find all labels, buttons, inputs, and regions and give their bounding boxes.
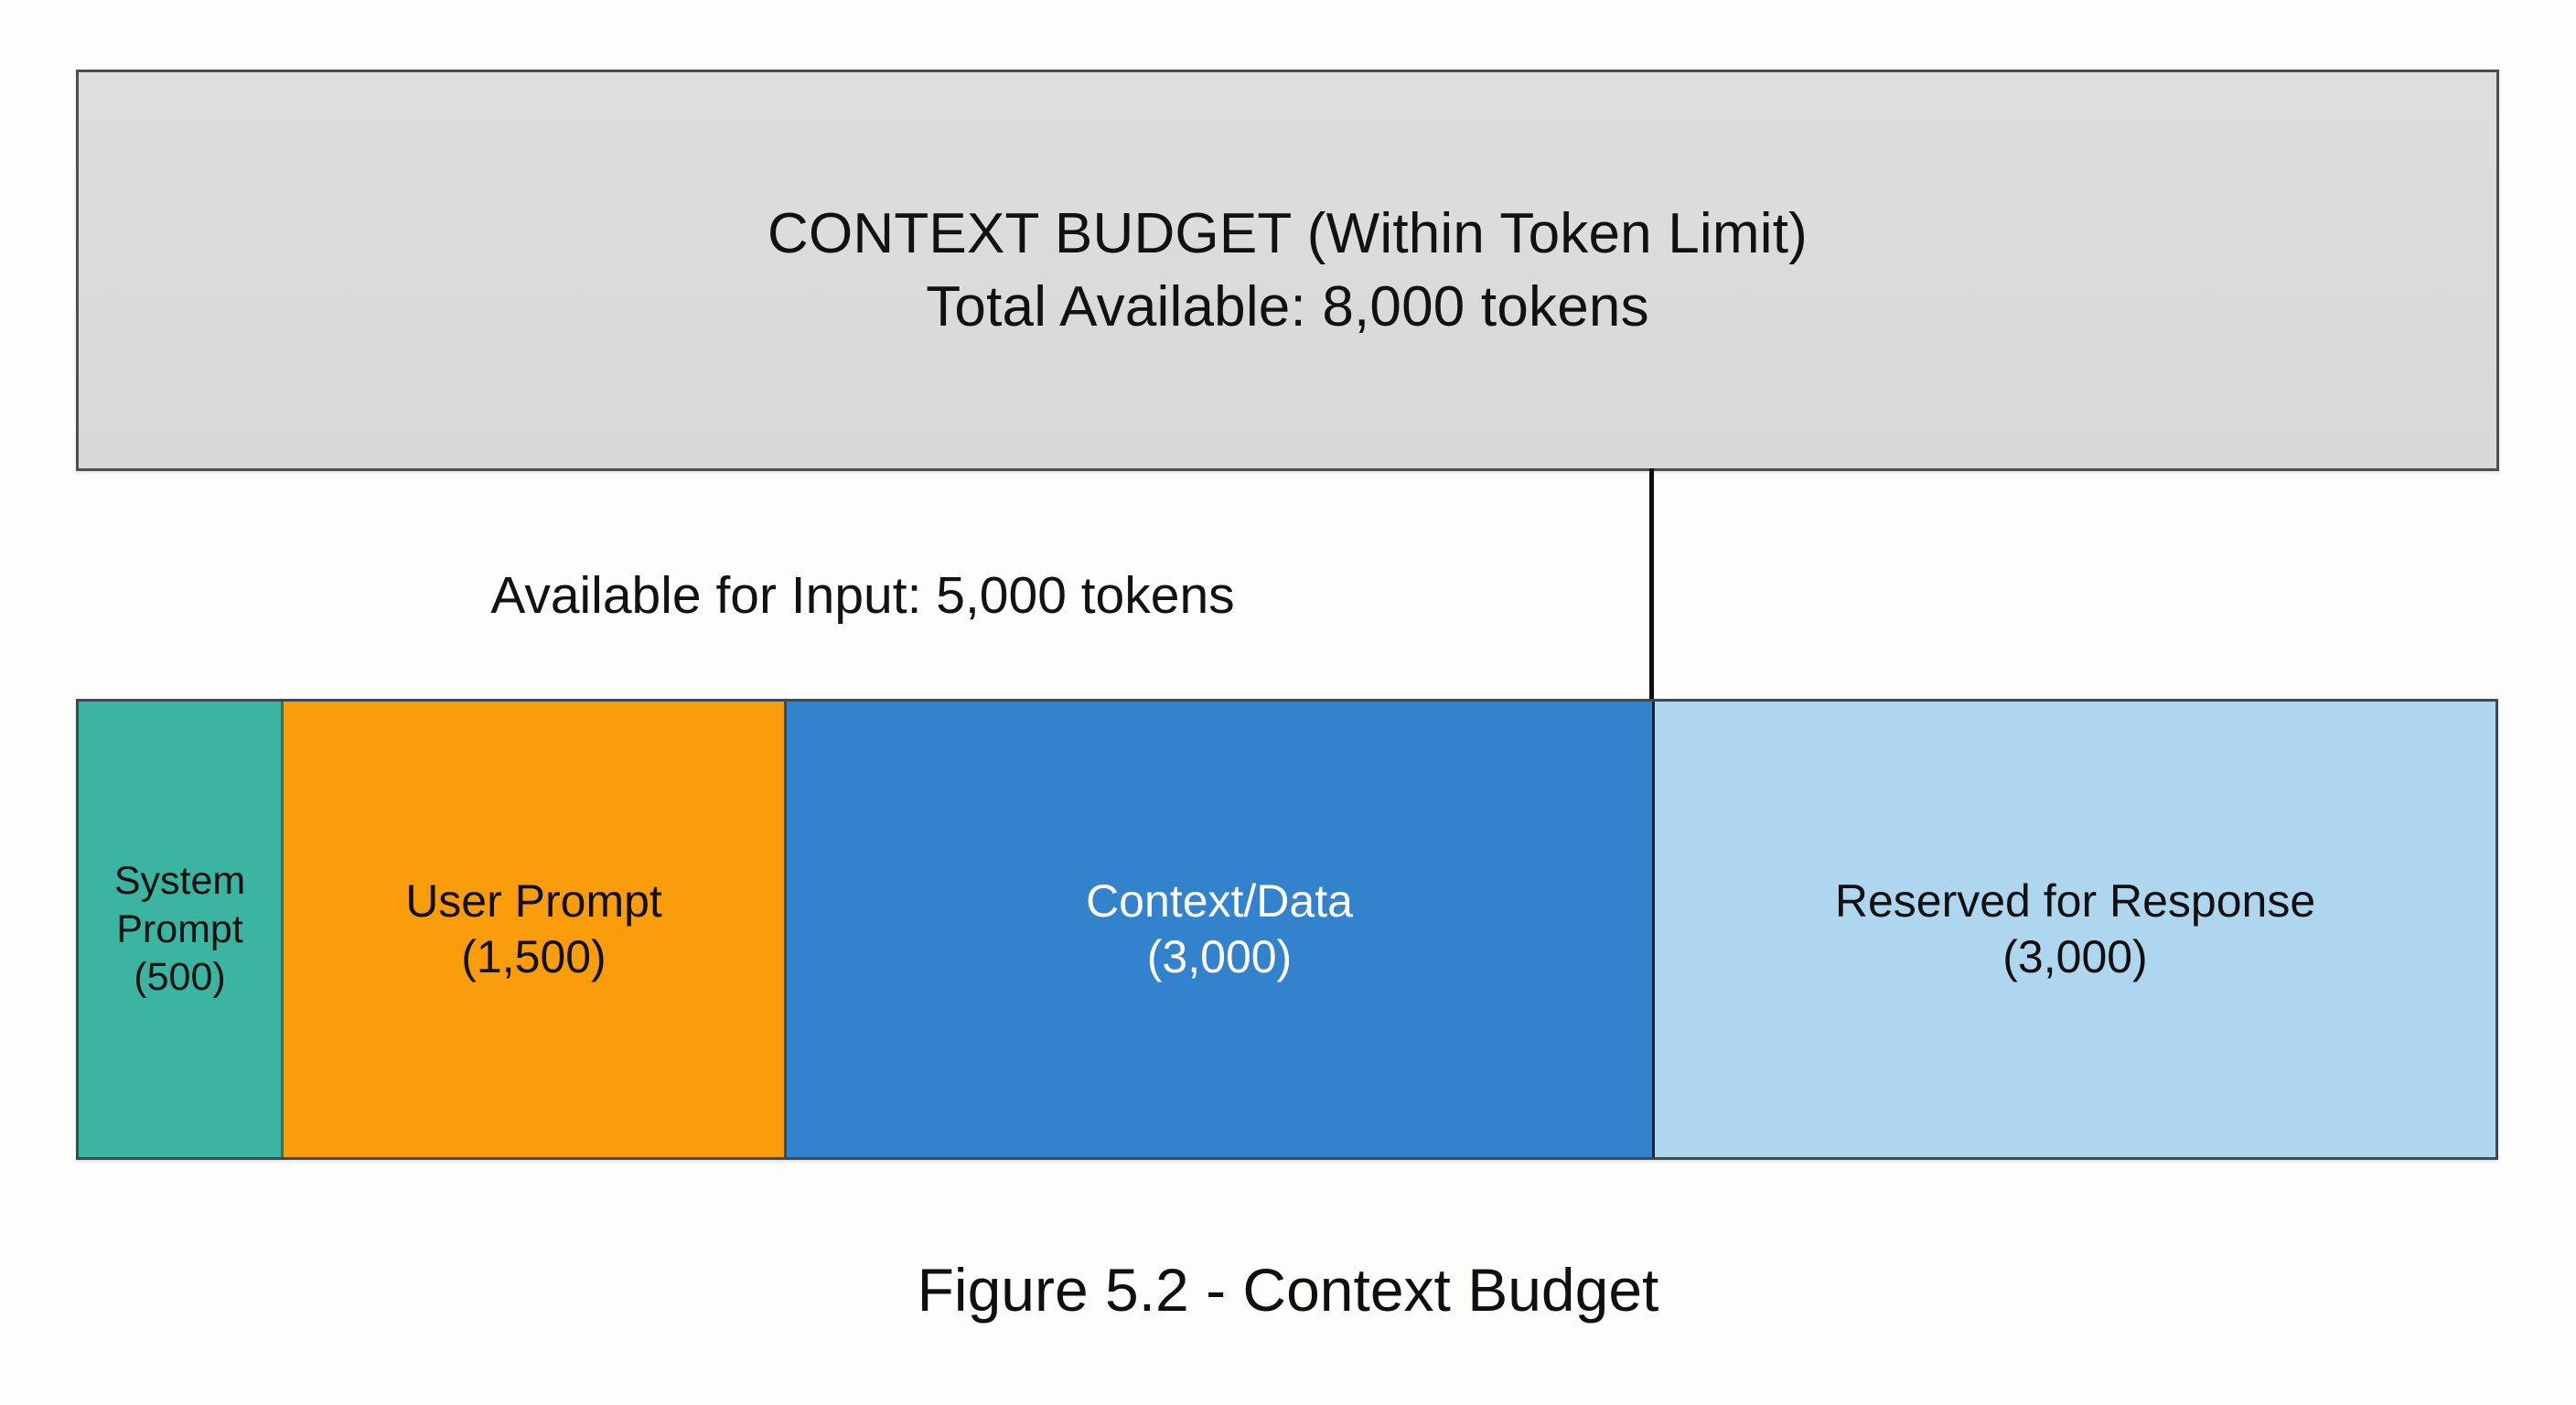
available-for-input-label: Available for Input: 5,000 tokens — [490, 566, 1235, 625]
bar-segment-context-data: Context/Data (3,000) — [787, 702, 1655, 1157]
segment-label-reserved-for-response: Reserved for Response — [1834, 875, 2316, 927]
input-boundary-divider — [1649, 468, 1654, 702]
context-budget-title: CONTEXT BUDGET (Within Token Limit) — [767, 202, 1809, 266]
segment-label-context-data: Context/Data — [1086, 875, 1353, 927]
segment-value-user-prompt: (1,500) — [461, 931, 606, 982]
figure-caption: Figure 5.2 - Context Budget — [917, 1256, 1659, 1324]
bar-segment-system-prompt: System Prompt (500) — [79, 702, 284, 1157]
context-budget-bar: System Prompt (500) User Prompt (1,500) … — [76, 699, 2498, 1160]
bar-segment-user-prompt: User Prompt (1,500) — [284, 702, 787, 1157]
total-available-tokens: Total Available: 8,000 tokens — [926, 274, 1649, 338]
segment-value-system-prompt: (500) — [134, 955, 226, 1000]
segment-value-reserved-for-response: (3,000) — [2002, 931, 2148, 982]
segment-value-context-data: (3,000) — [1146, 931, 1293, 982]
segment-label-user-prompt: User Prompt — [405, 875, 662, 927]
context-budget-header-box: CONTEXT BUDGET (Within Token Limit) Tota… — [76, 70, 2499, 471]
segment-label-system-prompt-word2: Prompt — [116, 906, 243, 951]
bar-segment-reserved-for-response: Reserved for Response (3,000) — [1655, 702, 2496, 1157]
segment-label-system-prompt-word1: System — [113, 859, 246, 904]
